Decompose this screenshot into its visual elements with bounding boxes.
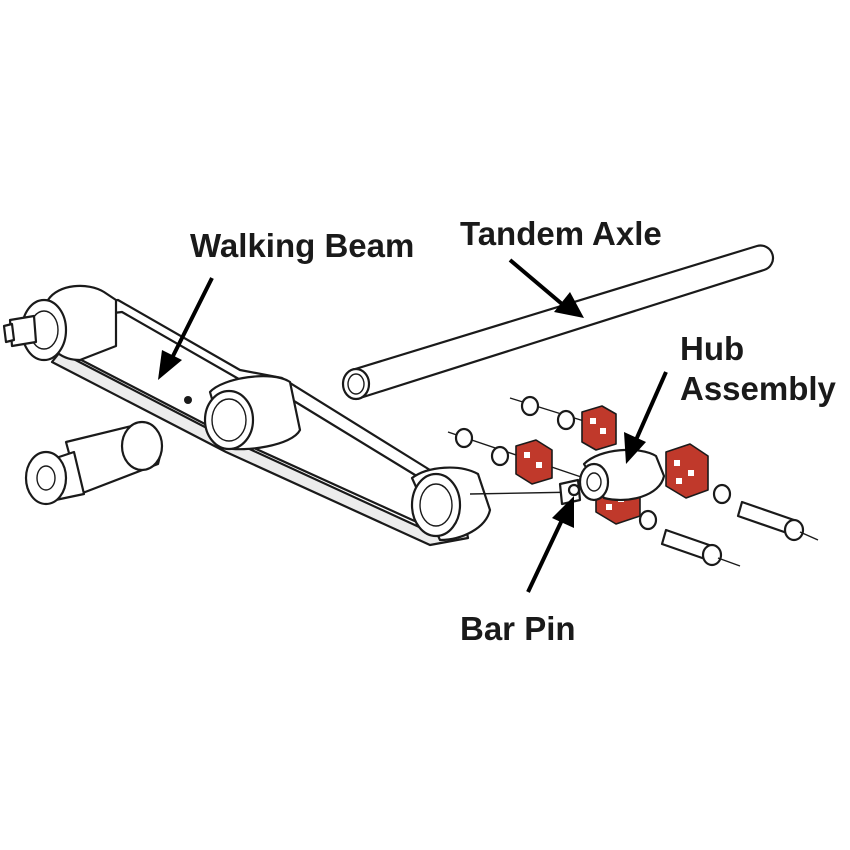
bushing-red-2 <box>515 439 553 485</box>
tandem-axle-label: Tandem Axle <box>460 215 662 252</box>
bar-pin-label: Bar Pin <box>460 610 576 647</box>
center-bushing-part <box>24 420 164 506</box>
bushing-red-4 <box>665 443 709 499</box>
tandem-axle-part <box>341 244 775 401</box>
hub-label-line1: Hub <box>680 330 744 367</box>
walking-beam-label: Walking Beam <box>190 227 414 264</box>
tandem-axle-arrow <box>508 258 584 318</box>
hub-assembly-part <box>447 395 819 567</box>
bar-pin-arrow <box>526 496 574 593</box>
hub-label-line2: Assembly <box>680 370 837 407</box>
walking-beam-arrow <box>158 277 214 380</box>
walking-beam-part <box>2 284 492 547</box>
hub-assembly-arrow <box>624 371 668 464</box>
bushing-red-1 <box>581 405 617 451</box>
